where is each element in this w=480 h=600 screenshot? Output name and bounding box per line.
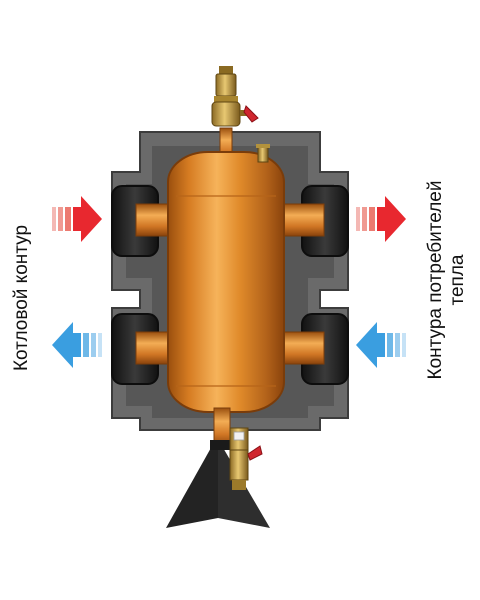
pipe-bottom-right	[279, 331, 325, 365]
consumer-circuits-label-line2: тепла	[447, 254, 468, 306]
pipe-top-right	[279, 203, 325, 237]
ball-valve-icon	[211, 101, 259, 127]
arrow-left-icon	[356, 322, 406, 368]
separator-body	[167, 151, 285, 413]
air-vent-icon	[214, 66, 238, 102]
boiler-circuit-label: Котловой контур	[11, 224, 32, 372]
arrow-right-icon	[52, 196, 102, 242]
arrow-left-icon	[52, 322, 102, 368]
consumer-circuits-label: Контура потребителей тепла	[425, 181, 469, 380]
arrow-right-icon	[356, 196, 406, 242]
drain-valve-icon	[229, 427, 263, 490]
consumer-circuits-label-line1: Контура потребителей	[425, 180, 446, 380]
sensor-port	[256, 144, 270, 163]
